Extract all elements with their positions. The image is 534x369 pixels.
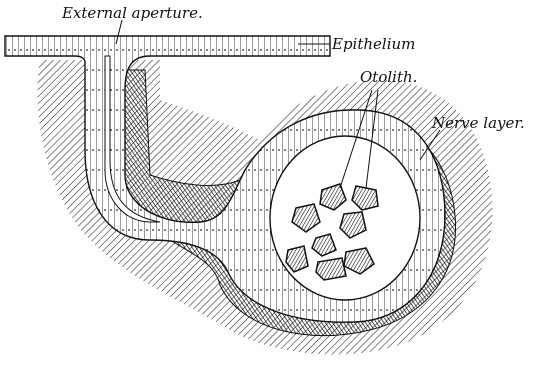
otolith [316, 258, 346, 280]
label-otolith: Otolith. [360, 68, 417, 86]
label-external-aperture: External aperture. [61, 4, 203, 22]
label-nerve-layer: Nerve layer. [431, 114, 525, 132]
label-epithelium: Epithelium [331, 35, 415, 53]
